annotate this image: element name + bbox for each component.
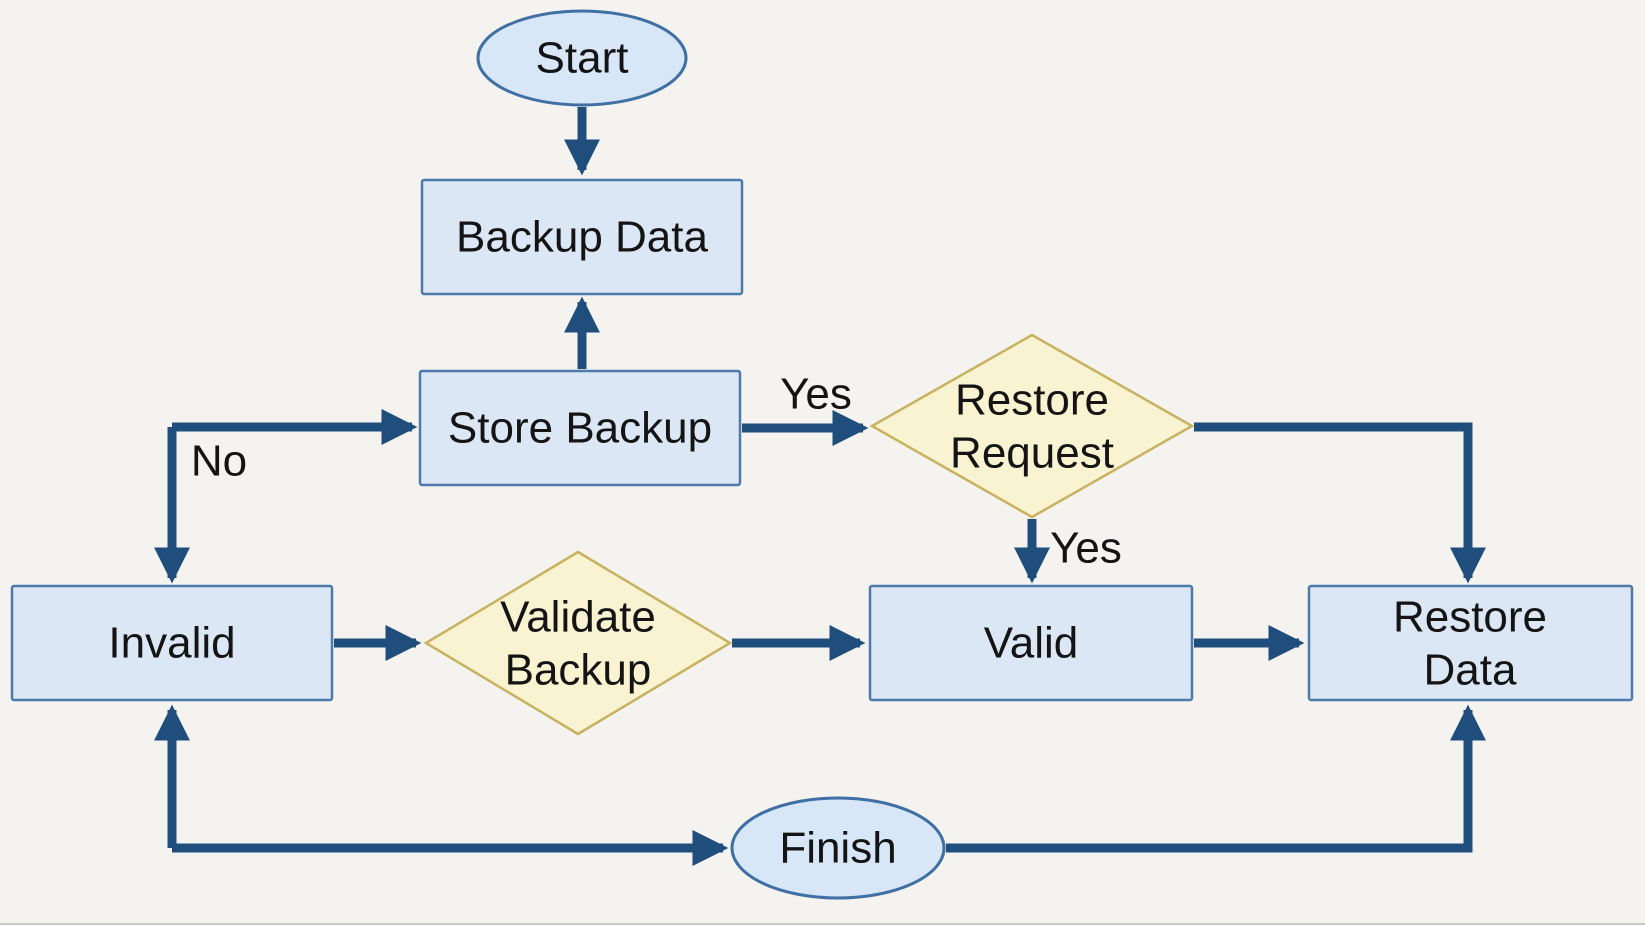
restore-data-process-shape xyxy=(1307,584,1634,702)
edge-restore-request-to-restore-data xyxy=(1194,422,1486,584)
node-valid: Valid xyxy=(868,584,1194,702)
node-store-backup: Store Backup xyxy=(418,369,742,487)
backup-data-process-shape xyxy=(420,178,744,296)
invalid-process-shape xyxy=(10,584,334,702)
valid-label: Valid xyxy=(984,619,1079,668)
invalid-label: Invalid xyxy=(108,619,235,668)
restore-request-decision-shape xyxy=(869,333,1195,519)
node-start: Start xyxy=(476,9,688,107)
start-label: Start xyxy=(536,34,629,83)
finish-label: Finish xyxy=(779,824,896,873)
store-backup-process-shape xyxy=(418,369,742,487)
store-backup-label: Store Backup xyxy=(448,404,712,453)
edge-label-yes-middle: Yes xyxy=(1050,524,1122,573)
edge-finish-to-restore-data xyxy=(946,704,1486,853)
finish-terminator-shape xyxy=(730,796,946,900)
node-backup-data: Backup Data xyxy=(420,178,744,296)
validate-backup-decision-shape xyxy=(423,550,733,736)
edge-label-no: No xyxy=(191,437,247,486)
node-finish: Finish xyxy=(730,796,946,900)
valid-process-shape xyxy=(868,584,1194,702)
node-invalid: Invalid xyxy=(10,584,334,702)
start-terminator-shape xyxy=(476,9,688,107)
backup-data-label: Backup Data xyxy=(456,213,708,262)
edge-label-yes-top: Yes xyxy=(780,370,852,419)
